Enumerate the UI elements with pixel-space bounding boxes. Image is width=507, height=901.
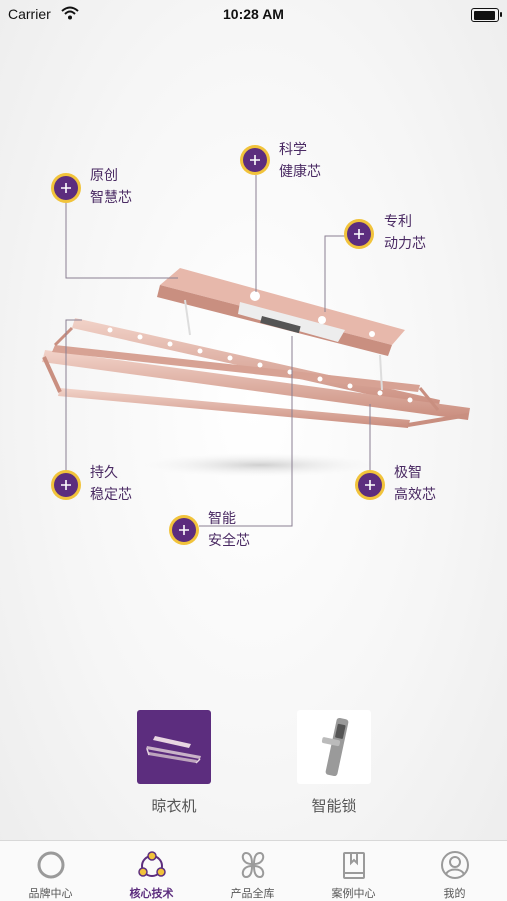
tab-product-library[interactable]: 产品全库	[202, 841, 303, 901]
clock: 10:28 AM	[223, 6, 284, 22]
feature-title: 科学	[279, 141, 307, 157]
tab-label: 案例中心	[331, 888, 376, 900]
circle-icon	[37, 851, 65, 879]
drying-rack-illustration	[42, 175, 470, 527]
rack-shadow	[140, 453, 380, 477]
plus-icon[interactable]	[54, 473, 78, 497]
drying-rails	[42, 318, 470, 428]
support-rods	[184, 299, 383, 391]
plus-icon[interactable]	[358, 473, 382, 497]
feature-subtitle: 高效芯	[394, 486, 436, 502]
feature-title: 极智	[394, 464, 422, 480]
feature-title: 持久	[90, 464, 118, 480]
plus-icon[interactable]	[347, 222, 371, 246]
drying-rack-icon	[146, 736, 201, 764]
motor-housing	[157, 268, 405, 356]
product-drying-rack[interactable]: 晾衣机	[137, 710, 211, 820]
feature-subtitle: 安全芯	[208, 532, 250, 548]
plus-icon[interactable]	[243, 148, 267, 172]
product-smart-lock[interactable]: 智能锁	[297, 710, 371, 820]
feature-title: 专利	[384, 213, 412, 229]
smart-lock-thumbnail[interactable]	[297, 710, 371, 784]
user-icon	[441, 851, 469, 879]
feature-subtitle: 智慧芯	[90, 189, 132, 205]
smart-lock-icon	[321, 717, 349, 777]
callout-leaders	[65, 175, 371, 527]
tab-bar: 品牌中心 核心技术 产品全库 案例中心	[0, 840, 507, 901]
tab-core-tech[interactable]: 核心技术	[101, 841, 202, 901]
tab-brand-center[interactable]: 品牌中心	[0, 841, 101, 901]
feature-title: 原创	[90, 167, 118, 183]
wifi-icon	[61, 6, 79, 20]
tab-label: 产品全库	[230, 888, 275, 900]
tab-mine[interactable]: 我的	[404, 841, 505, 901]
tab-label: 品牌中心	[28, 888, 73, 900]
product-label: 晾衣机	[151, 798, 197, 815]
book-icon	[343, 852, 365, 879]
drying-rack-thumbnail[interactable]	[137, 710, 211, 784]
plus-icon[interactable]	[54, 176, 78, 200]
tab-case-center[interactable]: 案例中心	[303, 841, 404, 901]
tab-label: 我的	[443, 888, 466, 900]
battery-icon	[471, 8, 502, 22]
feature-subtitle: 健康芯	[279, 163, 321, 179]
feature-title: 智能	[208, 510, 236, 526]
petals-icon	[241, 851, 265, 879]
product-label: 智能锁	[311, 798, 357, 815]
feature-subtitle: 动力芯	[384, 235, 426, 251]
tab-label: 核心技术	[129, 888, 174, 900]
plus-icon[interactable]	[172, 518, 196, 542]
feature-subtitle: 稳定芯	[90, 486, 132, 502]
carrier-label: Carrier	[8, 6, 51, 22]
status-bar: Carrier 10:28 AM	[0, 0, 507, 28]
nodes-icon	[138, 851, 166, 877]
